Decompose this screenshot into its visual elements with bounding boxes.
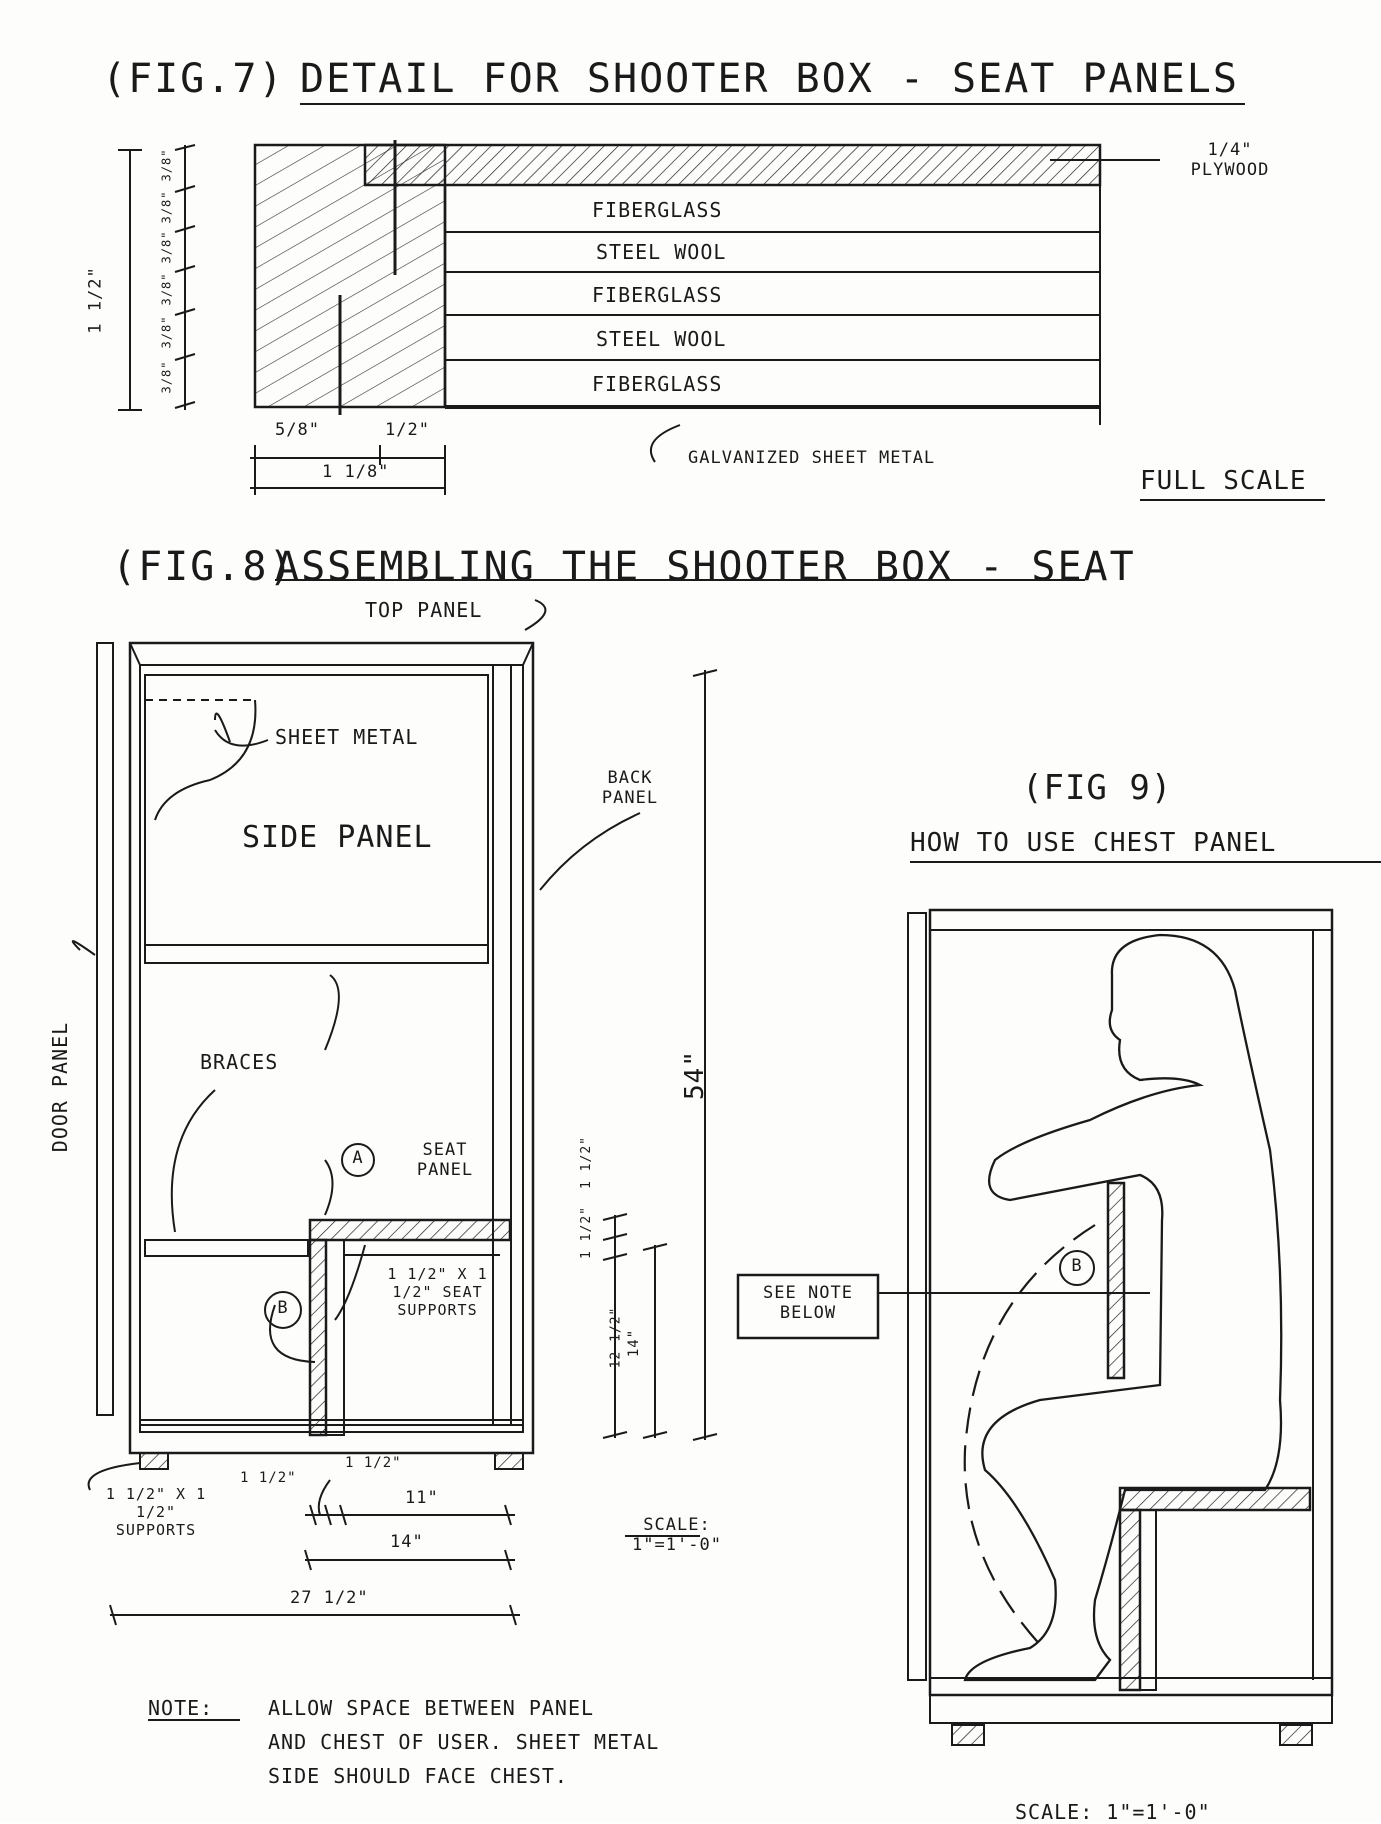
fig7-dim-a: 5/8" [275, 420, 320, 440]
fig8-top-panel-label: TOP PANEL [365, 598, 483, 622]
note-head: NOTE: [148, 1696, 214, 1720]
fig7-layer-3: FIBERGLASS [592, 283, 723, 307]
fig7-tick-6: 3/8" [159, 360, 174, 394]
fig7-title: DETAIL FOR SHOOTER BOX - SEAT PANELS [300, 56, 1239, 102]
note-line-2: AND CHEST OF USER. SHEET METAL [268, 1730, 660, 1754]
fig8-scale: SCALE: 1"=1'-0" [632, 1515, 722, 1555]
note-line-3: SIDE SHOULD FACE CHEST. [268, 1764, 568, 1788]
fig7-layer-4: STEEL WOOL [596, 327, 727, 351]
fig8-dim-w4: 14" [390, 1532, 424, 1552]
fig9-usage [736, 861, 1381, 1746]
fig8-assembly [71, 579, 1085, 1721]
fig7-scale: FULL SCALE [1140, 466, 1307, 496]
fig8-dim-w5: 27 1/2" [290, 1588, 369, 1608]
fig8-supports-label: 1 1/2" x 1 1/2" SUPPORTS [105, 1485, 207, 1539]
fig7-tick-1: 3/8" [159, 148, 174, 182]
fig7-dim-b: 1/2" [385, 420, 430, 440]
fig8-dim-seat-total: 14" [626, 1328, 643, 1358]
fig8-number: (FIG.8) [112, 544, 295, 590]
fig7-detail [118, 103, 1325, 501]
fig7-plywood-label: 1/4" PLYWOOD [1190, 140, 1270, 180]
fig9-scale: SCALE: 1"=1'-0" [1015, 1800, 1211, 1824]
fig8-marker-b: B [277, 1298, 289, 1318]
fig8-back-panel-label: BACK PANEL [601, 768, 659, 808]
fig8-door-panel-label: DOOR PANEL [48, 1021, 73, 1153]
fig9-title: HOW TO USE CHEST PANEL [910, 828, 1277, 858]
fig8-title: ASSEMBLING THE SHOOTER BOX - SEAT [275, 544, 1136, 590]
fig8-marker-a: A [352, 1148, 364, 1168]
fig7-tick-2: 3/8" [159, 190, 174, 224]
fig8-seat-supports-label: 1 1/2" x 1 1/2" SEAT SUPPORTS [387, 1265, 488, 1319]
fig8-braces-label: BRACES [200, 1050, 279, 1074]
fig8-dim-seat-mid: 1 1/2" [578, 1206, 594, 1259]
fig7-layer-2: STEEL WOOL [596, 240, 727, 264]
fig8-dim-w3: 11" [405, 1488, 439, 1508]
fig7-height-dim: 1 1/2" [85, 266, 106, 334]
fig8-sheet-metal-label: SHEET METAL [275, 725, 419, 749]
fig8-side-panel-label: SIDE PANEL [242, 820, 433, 855]
fig8-dim-w1: 1 1/2" [240, 1470, 297, 1486]
fig7-dim-total: 1 1/8" [322, 462, 390, 482]
fig7-tick-5: 3/8" [159, 315, 174, 349]
note-line-1: ALLOW SPACE BETWEEN PANEL [268, 1696, 595, 1720]
fig7-tick-3: 3/8" [159, 230, 174, 264]
fig7-layer-1: FIBERGLASS [592, 198, 723, 222]
fig9-marker-b: B [1071, 1256, 1083, 1276]
fig7-sheet-metal-label: GALVANIZED SHEET METAL [688, 448, 936, 468]
fig8-dim-seat-top: 1 1/2" [578, 1136, 594, 1189]
fig9-number: (FIG 9) [1022, 768, 1173, 808]
fig8-seat-panel-label: SEAT PANEL [416, 1140, 474, 1180]
fig8-dim-w2: 1 1/2" [345, 1455, 402, 1471]
fig7-tick-4: 3/8" [159, 272, 174, 306]
fig7-number: (FIG.7) [102, 56, 285, 102]
fig9-note-ref: SEE NOTE BELOW [763, 1283, 853, 1323]
fig7-layer-5: FIBERGLASS [592, 372, 723, 396]
fig8-height-dim: 54" [679, 1050, 710, 1100]
fig8-dim-seat-low: 12 1/2" [608, 1306, 624, 1369]
